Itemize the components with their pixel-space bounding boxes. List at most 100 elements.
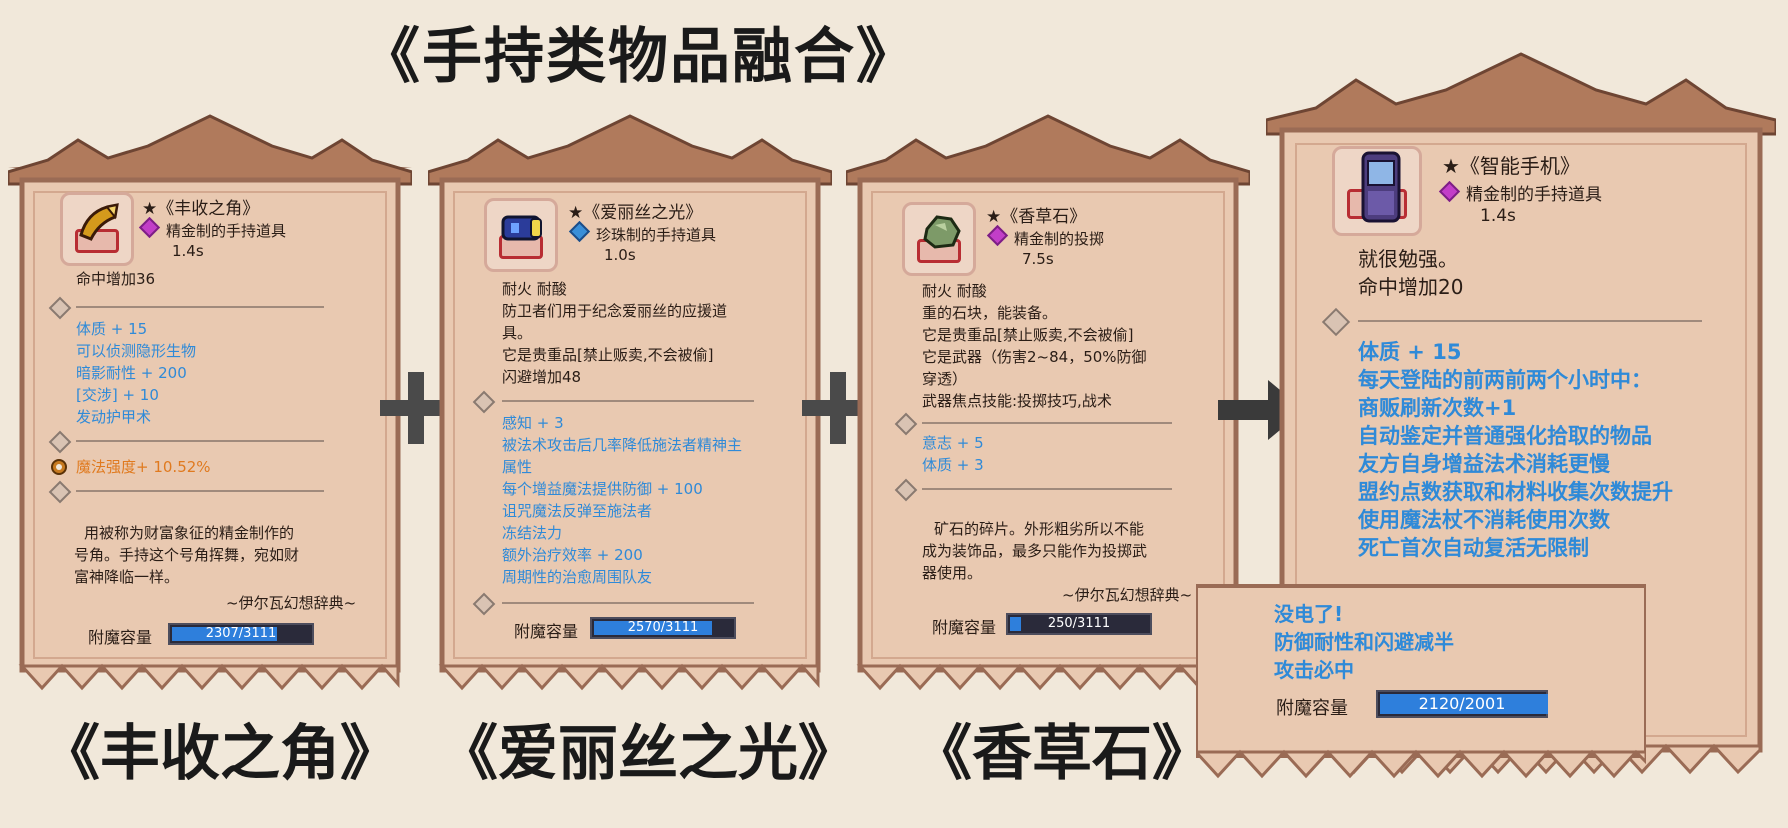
stat-line: 命中增加36	[76, 270, 156, 288]
gem-icon	[986, 224, 1009, 247]
enchant-capacity-bar: 250/3111	[1006, 613, 1152, 635]
description-line: 矿石的碎片。外形粗劣所以不能	[934, 520, 1145, 538]
caption-flashlight: 《爱丽丝之光》	[438, 719, 858, 789]
item-icon-frame	[1332, 146, 1422, 236]
bar-fill	[1380, 694, 1548, 714]
bar-fill	[594, 621, 712, 635]
diamond-icon	[48, 296, 72, 320]
enchant-line: 商贩刷新次数+1	[1358, 396, 1517, 420]
stat-line: 防卫者们用于纪念爱丽丝的应援道	[502, 302, 728, 320]
enchant-line: 感知 + 3	[502, 414, 564, 432]
item-card-stone: ★《香草石》 精金制的投掷 7.5s 耐火 耐酸 重的石块，能装备。 它是贵重品…	[846, 110, 1250, 694]
stat-line: 耐火 耐酸	[922, 282, 987, 300]
popup-line: 攻击必中	[1274, 658, 1354, 682]
horn-icon	[79, 203, 119, 241]
enchant-line: 友方自身增益法术消耗更慢	[1358, 452, 1610, 476]
diamond-icon	[894, 478, 918, 502]
stat-line: 穿透）	[922, 370, 968, 388]
item-card-horn: ★《丰收之角》 精金制的手持道具 1.4s 命中增加36 体质 + 15 可以侦…	[8, 110, 412, 694]
enchant-line: 意志 + 5	[922, 434, 984, 452]
popup-line: 没电了!	[1274, 602, 1344, 626]
separator	[922, 422, 1172, 424]
bar-value: 2570/3111	[627, 620, 699, 635]
enchant-line: 额外治疗效率 + 200	[502, 546, 643, 564]
item-icon-frame	[902, 202, 976, 276]
separator	[502, 602, 754, 604]
diamond-icon	[1321, 307, 1351, 337]
item-name: ★《丰收之角》	[142, 199, 260, 219]
enchant-line: 每天登陆的前两前两个小时中：	[1358, 368, 1652, 392]
bar-value: 2307/3111	[205, 626, 277, 641]
orange-stat: 魔法强度+ 10.52%	[76, 458, 211, 476]
stat-line: 重的石块，能装备。	[922, 304, 1058, 322]
diamond-icon	[472, 592, 496, 616]
separator	[76, 306, 324, 308]
separator	[76, 440, 324, 442]
stat-line: 闪避增加48	[502, 368, 582, 386]
enchant-capacity-bar: 2120/2001	[1376, 690, 1548, 718]
item-speed: 7.5s	[1022, 250, 1054, 268]
item-material: 精金制的手持道具	[138, 216, 286, 241]
enchant-line: [交涉] + 10	[76, 386, 159, 404]
bar-fill	[172, 627, 278, 641]
item-material: 珍珠制的手持道具	[568, 220, 716, 245]
stat-line: 武器焦点技能:投掷技巧,战术	[922, 392, 1112, 410]
item-card-smartphone: ★《智能手机》 精金制的手持道具 1.4s 就很勉强。 命中增加20 体质 + …	[1266, 50, 1776, 790]
description-line: 器使用。	[922, 564, 983, 582]
enchant-line: 盟约点数获取和材料收集次数提升	[1358, 480, 1673, 504]
gem-icon	[1438, 180, 1461, 203]
diamond-icon	[894, 412, 918, 436]
enchant-line: 冻结法力	[502, 524, 563, 542]
enchant-line: 体质 + 3	[922, 456, 984, 474]
stat-line: 它是贵重品[禁止贩卖,不会被偷]	[502, 346, 714, 364]
enchant-line: 可以侦测隐形生物	[76, 342, 197, 360]
item-material: 精金制的手持道具	[1438, 180, 1602, 205]
plus-icon	[802, 372, 874, 444]
enchant-line: 每个增益魔法提供防御 + 100	[502, 480, 703, 498]
description-line: 号角。手持这个号角挥舞，宛如财	[74, 546, 300, 564]
item-name: ★《智能手机》	[1442, 154, 1580, 178]
enchant-line: 自动鉴定并普通强化拾取的物品	[1358, 424, 1652, 448]
enchant-line: 属性	[502, 458, 533, 476]
status-popup: 没电了! 防御耐性和闪避减半 攻击必中 附魔容量 2120/2001	[1196, 582, 1646, 780]
enchant-capacity-label: 附魔容量	[1276, 698, 1348, 719]
item-material: 精金制的投掷	[986, 224, 1104, 249]
description-line: 用被称为财富象征的精金制作的	[84, 524, 295, 542]
stone-icon	[923, 215, 961, 249]
separator	[76, 490, 324, 492]
enchant-line: 体质 + 15	[76, 320, 148, 338]
enchant-line: 被法术攻击后几率降低施法者精神主	[502, 436, 743, 454]
stat-line: 它是武器（伤害2~84，50%防御	[922, 348, 1147, 366]
gem-icon	[568, 220, 591, 243]
enchant-line: 诅咒魔法反弹至施法者	[502, 502, 653, 520]
page-title: 《手持类物品融合》	[360, 22, 918, 92]
stat-line: 命中增加20	[1358, 275, 1464, 299]
source-note: ~伊尔瓦幻想辞典~	[1062, 586, 1193, 604]
gem-icon	[138, 216, 161, 239]
item-card-flashlight: ★《爱丽丝之光》 珍珠制的手持道具 1.0s 耐火 耐酸 防卫者们用于纪念爱丽丝…	[428, 110, 832, 694]
diamond-icon	[48, 480, 72, 504]
stat-line: 就很勉强。	[1358, 247, 1458, 271]
separator	[922, 488, 1172, 490]
gear-icon	[51, 459, 67, 475]
enchant-capacity-label: 附魔容量	[932, 618, 997, 637]
enchant-line: 发动护甲术	[76, 408, 152, 426]
description-line: 成为装饰品，最多只能作为投掷武	[922, 542, 1148, 560]
bar-value: 250/3111	[1047, 616, 1111, 631]
enchant-line: 死亡首次自动复活无限制	[1358, 536, 1589, 560]
stat-line: 它是贵重品[禁止贩卖,不会被偷]	[922, 326, 1134, 344]
plus-icon	[380, 372, 452, 444]
item-name: ★《香草石》	[986, 207, 1087, 227]
item-icon-frame	[484, 198, 558, 272]
enchant-line: 周期性的治愈周围队友	[502, 568, 653, 586]
stat-line: 具。	[502, 324, 533, 342]
enchant-line: 使用魔法杖不消耗使用次数	[1358, 508, 1610, 532]
description-line: 富神降临一样。	[74, 568, 180, 586]
enchant-line: 暗影耐性 + 200	[76, 364, 187, 382]
item-icon-frame	[60, 192, 134, 266]
popup-line: 防御耐性和闪避减半	[1274, 630, 1454, 654]
diamond-icon	[48, 430, 72, 454]
caption-stone: 《香草石》	[912, 719, 1212, 789]
flashlight-icon	[501, 215, 542, 241]
item-speed: 1.4s	[172, 242, 204, 260]
